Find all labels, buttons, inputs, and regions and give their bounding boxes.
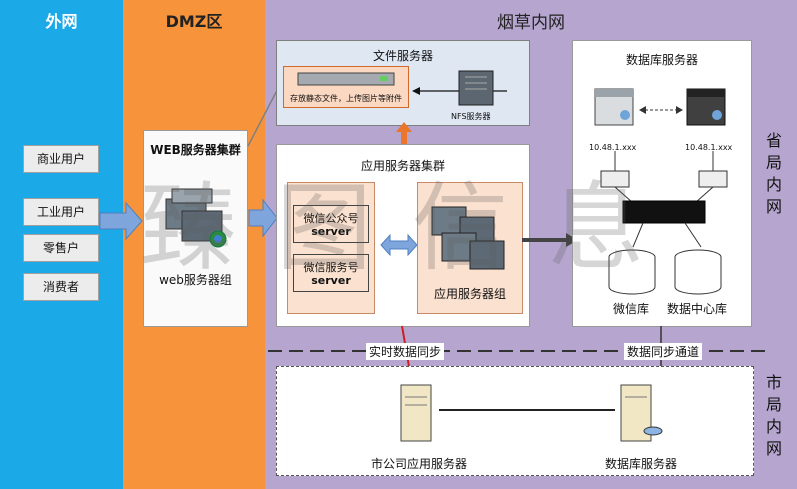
db-datacenter-icon: [674, 249, 722, 295]
dmz-zone-title: DMZ区: [165, 12, 223, 31]
city-app-server-icon: [400, 384, 432, 442]
city-box: 市公司应用服务器 数据库服务器: [276, 366, 754, 476]
province-network-label: 省 局 内 网: [765, 131, 782, 216]
nfs-server-icon: [458, 70, 494, 106]
db-ip-left: 10.48.1.xxx: [589, 143, 637, 152]
web-group-label: web服务器组: [159, 273, 232, 287]
wechat-public-server: 微信公众号 server: [293, 205, 369, 243]
city-app-server-label: 市公司应用服务器: [371, 457, 468, 471]
user-industrial: 工业用户: [23, 198, 99, 226]
bidirectional-arrow: [380, 233, 418, 257]
db-wechat-icon: [608, 249, 656, 295]
app-cluster-title: 应用服务器集群: [360, 159, 445, 173]
wechat-service-line2: server: [311, 274, 351, 287]
app-group-label: 应用服务器组: [433, 287, 506, 301]
wechat-public-line1: 微信公众号: [303, 212, 359, 225]
file-server-box: 文件服务器 存放静态文件，上传图片等附件 NFS服务器: [276, 40, 530, 126]
web-cluster-box: WEB服务器集群 web服务器组: [143, 130, 248, 327]
city-db-server-icon: [620, 384, 663, 442]
wechat-service-line1: 微信服务号: [303, 261, 359, 274]
user-consumer: 消费者: [23, 273, 99, 301]
city-link-line: [439, 409, 615, 411]
wechat-service-server: 微信服务号 server: [293, 254, 369, 292]
nfs-label: NFS服务器: [451, 112, 491, 121]
db-datacenter-label: 数据中心库: [667, 302, 728, 316]
realtime-sync-label: 实时数据同步: [366, 343, 445, 360]
city-network-label: 市 局 内 网: [765, 373, 782, 458]
app-server-group-box: 应用服务器组: [417, 182, 523, 314]
storage-box: 存放静态文件，上传图片等附件: [283, 66, 409, 108]
san-fabric: [600, 151, 728, 248]
arrow-app-to-db: [522, 233, 578, 247]
db-wechat-label: 微信库: [613, 302, 650, 316]
app-cluster-box: 应用服务器集群 微信公众号 server 微信服务号 server 应用服务器组: [276, 144, 530, 327]
storage-device-icon: [297, 72, 395, 86]
storage-note: 存放静态文件，上传图片等附件: [290, 94, 402, 103]
wechat-public-line2: server: [311, 225, 351, 238]
city-db-server-label: 数据库服务器: [605, 457, 678, 471]
arrow-web-to-app: [248, 198, 278, 238]
intranet-zone-title: 烟草内网: [497, 13, 565, 33]
external-zone-title: 外网: [45, 12, 78, 31]
web-cluster-title: WEB服务器集群: [150, 143, 241, 157]
db-server-box: 数据库服务器 10.48.1.xxx 10.48.1.xxx 微信库 数据中心库: [572, 40, 752, 327]
arrow-app-to-file: [396, 122, 412, 144]
arrow-external-to-web: [99, 201, 143, 241]
web-server-icon: [165, 188, 227, 248]
sync-channel-label: 数据同步通道: [624, 343, 703, 360]
wechat-server-box: 微信公众号 server 微信服务号 server: [287, 182, 375, 314]
db-server-title: 数据库服务器: [625, 53, 698, 67]
heartbeat-link: [639, 106, 683, 114]
db-ip-right: 10.48.1.xxx: [685, 143, 733, 152]
file-server-title: 文件服务器: [372, 49, 433, 63]
db-host-left-icon: [594, 88, 634, 126]
user-commercial: 商业用户: [23, 145, 99, 173]
user-retailer: 零售户: [23, 234, 99, 262]
db-host-right-icon: [686, 88, 726, 126]
app-server-icon: [431, 206, 505, 270]
